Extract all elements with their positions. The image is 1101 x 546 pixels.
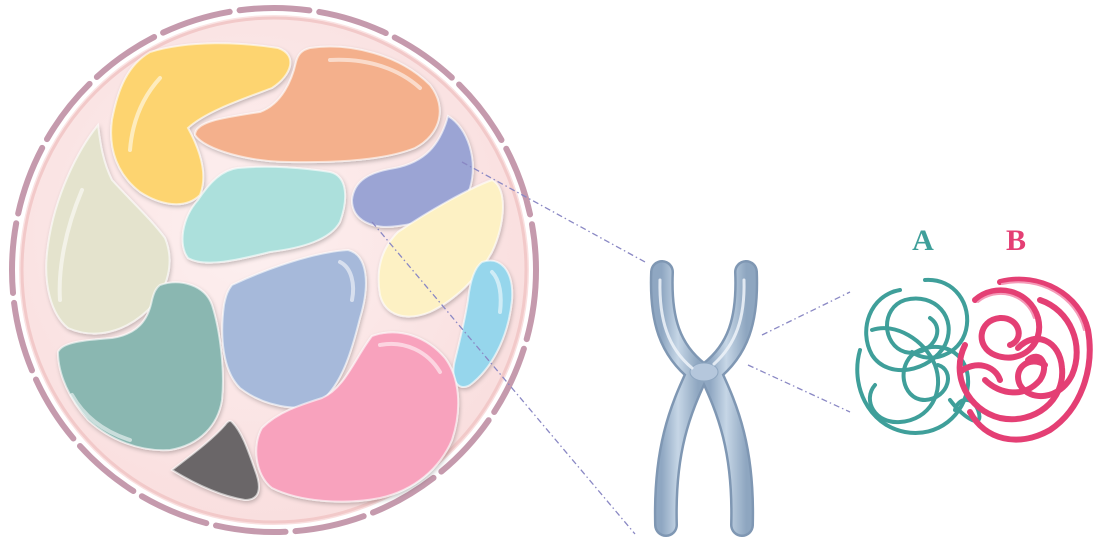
chromatid-left — [662, 272, 698, 525]
zoom-line-chromosome-upper — [762, 292, 850, 335]
compartment-a-label: A — [912, 224, 934, 257]
chromatin-loop-b2 — [975, 290, 1039, 357]
chromatin-loop-b3 — [960, 339, 1063, 419]
chromosome — [660, 272, 746, 525]
zoom-line-chromosome-lower — [748, 365, 850, 412]
compartment-b-label: B — [1006, 224, 1026, 257]
centromere — [690, 363, 718, 381]
